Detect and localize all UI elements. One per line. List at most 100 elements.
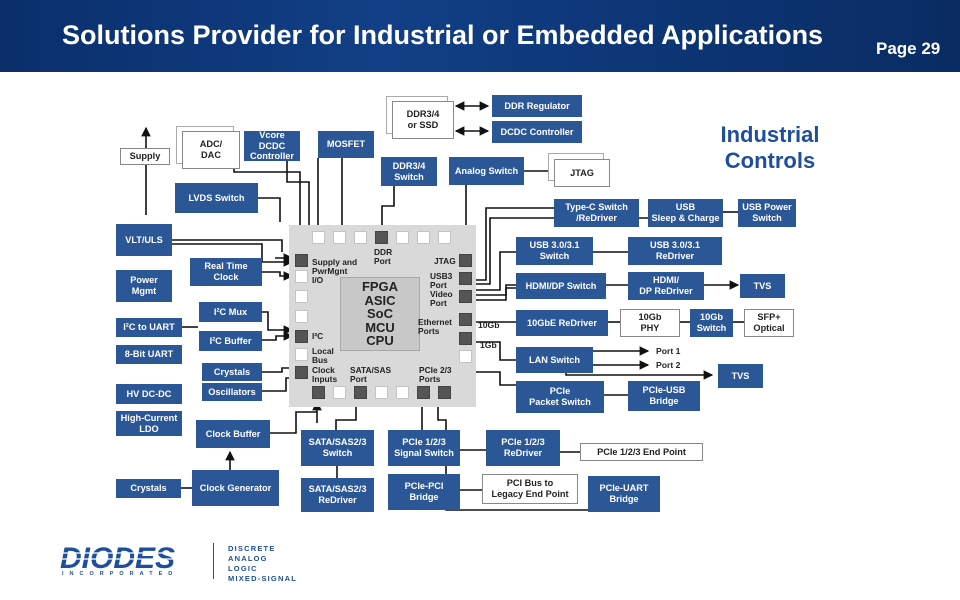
sfp-box: SFP+ Optical [744, 309, 794, 337]
tvs-top-box: TVS [740, 274, 785, 298]
header-banner: Solutions Provider for Industrial or Emb… [0, 0, 960, 72]
chip-pin [354, 386, 367, 399]
tagline-item: LOGIC [228, 564, 258, 573]
oscillators-box: Oscillators [202, 383, 262, 401]
chip-label-ddr-port: DDR Port [374, 247, 393, 266]
chip-pin [459, 350, 472, 363]
tagline-item: ANALOG [228, 554, 268, 563]
clock-buffer-box: Clock Buffer [196, 420, 270, 448]
hv-dcdc-box: HV DC-DC [116, 384, 182, 404]
label-port2: Port 2 [656, 360, 681, 370]
chip-pin [295, 254, 308, 267]
vcore-dcdc-box: Vcore DCDC Controller [244, 130, 300, 161]
chip-pin [396, 231, 409, 244]
ddr-ssd-box: DDR3/4 or SSD [392, 101, 454, 139]
clock-generator-box: Clock Generator [192, 470, 279, 506]
chip-pin [295, 290, 308, 303]
chip-pin [438, 386, 451, 399]
chip-label-supply-io: Supply and PwrMgnt I/O [312, 257, 358, 285]
chip-label-jtag: JTAG [434, 256, 456, 266]
usb-sleep-charge-box: USB Sleep & Charge [648, 199, 723, 227]
supply-box: Supply [120, 148, 170, 165]
i2c-buffer-box: I²C Buffer [199, 331, 262, 351]
tvs-bottom-box: TVS [718, 364, 763, 388]
chip-label-local-bus: Local Bus [312, 346, 334, 365]
section-title: Industrial Controls [720, 122, 820, 174]
ddr-regulator-box: DDR Regulator [492, 95, 582, 117]
pcie-endpoint-box: PCIe 1/2/3 End Point [580, 443, 703, 461]
lan-switch-box: LAN Switch [516, 347, 593, 373]
uart-8bit-box: 8-Bit UART [116, 345, 182, 364]
chip-pin [375, 231, 388, 244]
chip-label-video-port: Video Port [430, 289, 453, 308]
chip-pin [295, 348, 308, 361]
chip-label-clock-inputs: Clock Inputs [312, 365, 338, 384]
chip-pin [295, 366, 308, 379]
processor-core: FPGA ASIC SoC MCU CPU [340, 277, 420, 351]
vlt-uls-box: VLT/ULS [116, 224, 172, 256]
chip-pin [312, 386, 325, 399]
usb-power-switch-box: USB Power Switch [738, 199, 796, 227]
hdmi-redriver-box: HDMI/ DP ReDriver [628, 272, 704, 300]
i2c-mux-box: I²C Mux [199, 302, 262, 322]
label-10gb: 10Gb [478, 320, 500, 330]
power-mgmt-box: Power Mgmt [116, 270, 172, 302]
chip-label-i2c: I²C [312, 331, 324, 341]
chip-label-sata-port: SATA/SAS Port [350, 365, 392, 384]
chip-pin [295, 330, 308, 343]
chip-pin [459, 290, 472, 303]
phy-10gb-box: 10Gb PHY [620, 309, 680, 337]
chip-pin [417, 386, 430, 399]
chip-pin [354, 231, 367, 244]
analog-switch-box: Analog Switch [449, 157, 524, 185]
pcie-packet-switch-box: PCIe Packet Switch [516, 381, 604, 413]
diodes-logo: DIODES [60, 544, 200, 575]
logo-divider [213, 543, 214, 579]
sata-switch-box: SATA/SAS2/3 Switch [301, 430, 374, 466]
typec-switch-box: Type-C Switch /ReDriver [554, 199, 639, 227]
pci-legacy-box: PCI Bus to Legacy End Point [482, 474, 578, 504]
pcie-pci-bridge-box: PCIe-PCI Bridge [388, 474, 460, 510]
switch-10gb-box: 10Gb Switch [690, 309, 733, 337]
tagline-item: DISCRETE [228, 544, 276, 553]
chip-pin [333, 386, 346, 399]
mosfet-box: MOSFET [318, 131, 374, 158]
chip-pin [375, 386, 388, 399]
label-1gb: 1Gb [480, 340, 497, 350]
chip-pin [459, 332, 472, 345]
pcie-redriver-box: PCIe 1/2/3 ReDriver [486, 430, 560, 466]
chip-pin [459, 313, 472, 326]
tagline: DISCRETE ANALOG LOGIC MIXED-SIGNAL [228, 544, 297, 584]
lvds-switch-box: LVDS Switch [175, 183, 258, 213]
chip-label-ethernet-ports: Ethernet Ports [418, 317, 452, 336]
chip-pin [459, 272, 472, 285]
crystals-bottom-box: Crystals [116, 479, 181, 498]
chip-pin [312, 231, 325, 244]
usb3-switch-box: USB 3.0/3.1 Switch [516, 237, 593, 265]
chip-label-usb3-port: USB3 Port [430, 271, 453, 290]
usb3-redriver-box: USB 3.0/3.1 ReDriver [628, 237, 722, 265]
dcdc-controller-box: DCDC Controller [492, 121, 582, 143]
jtag-box: JTAG [554, 159, 610, 187]
chip-pin [333, 231, 346, 244]
gbe-redriver-box: 10GbE ReDriver [516, 310, 608, 336]
chip-pin [396, 386, 409, 399]
hdmi-switch-box: HDMI/DP Switch [516, 273, 606, 299]
pcie-usb-bridge-box: PCIe-USB Bridge [628, 381, 700, 411]
tagline-item: MIXED-SIGNAL [228, 574, 297, 583]
page-number: Page 29 [876, 39, 941, 58]
chip-pin [295, 310, 308, 323]
chip-pin [459, 254, 472, 267]
pcie-uart-bridge-box: PCIe-UART Bridge [588, 476, 660, 512]
rtc-box: Real Time Clock [190, 258, 262, 286]
pcie-signal-switch-box: PCIe 1/2/3 Signal Switch [388, 430, 460, 466]
chip-pin [295, 270, 308, 283]
logo-subtitle: INCORPORATED [62, 571, 179, 577]
crystals-top-box: Crystals [202, 363, 262, 381]
hc-ldo-box: High-Current LDO [116, 411, 182, 436]
page-title: Solutions Provider for Industrial or Emb… [62, 20, 824, 50]
chip-label-pcie-ports: PCIe 2/3 Ports [419, 365, 452, 384]
chip-pin [438, 231, 451, 244]
label-port1: Port 1 [656, 346, 681, 356]
chip-pin [417, 231, 430, 244]
